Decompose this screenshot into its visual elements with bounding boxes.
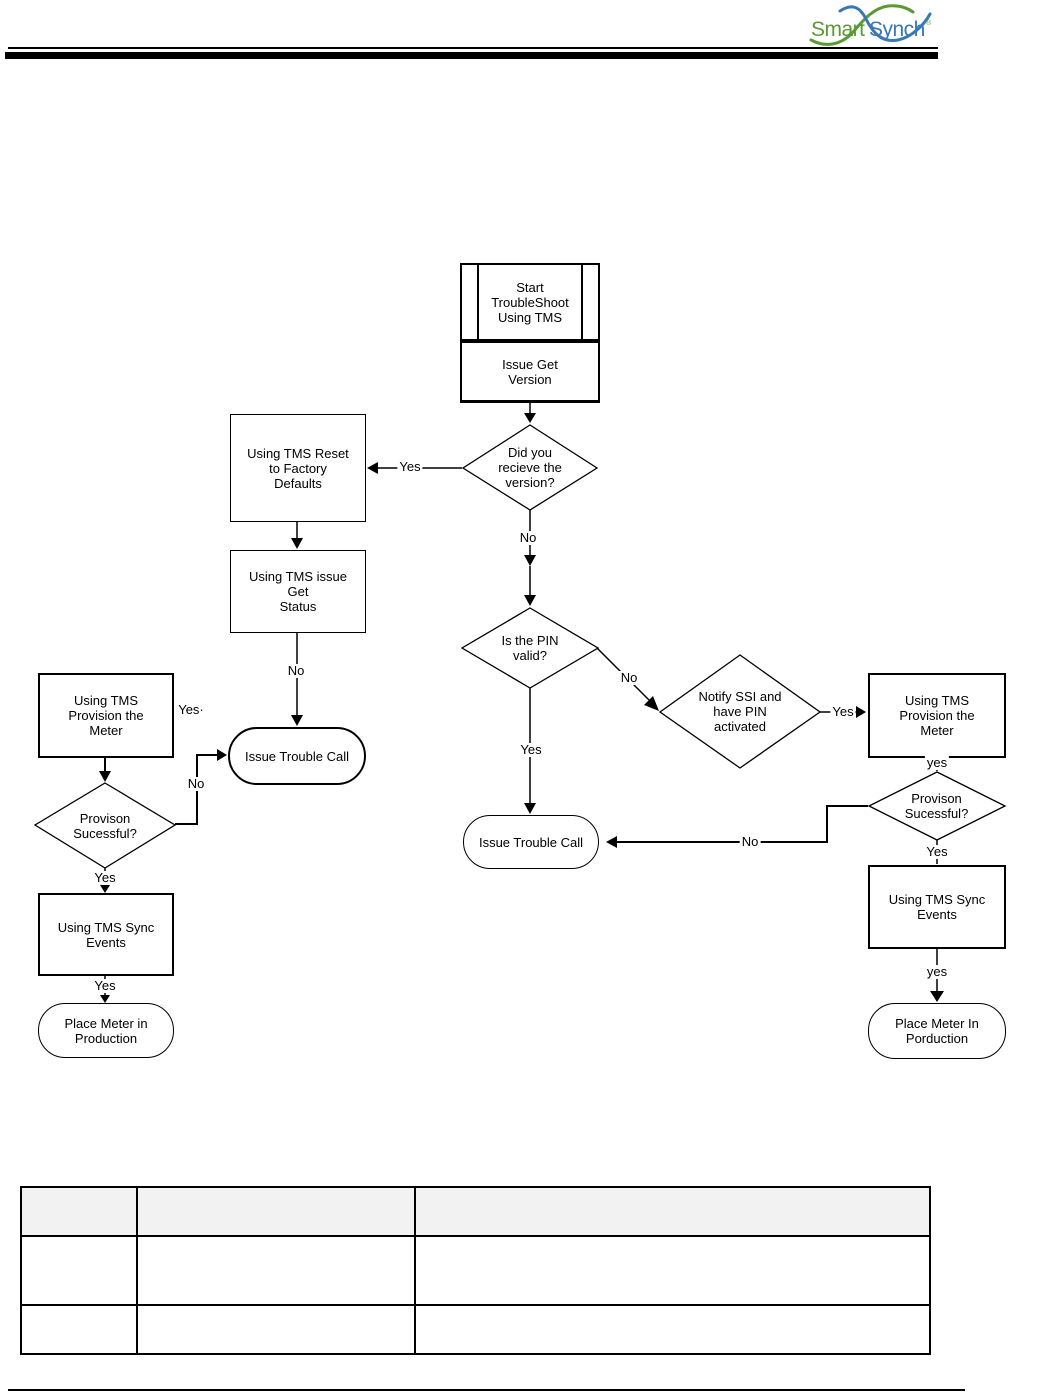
node-sync-events-right: Using TMS Sync Events: [868, 865, 1006, 949]
node-place-meter-left: Place Meter in Production: [38, 1003, 174, 1058]
table-cell: [414, 1304, 931, 1355]
predefined-process-bar-left: [477, 265, 479, 339]
table-cell: [20, 1304, 138, 1355]
node-label: Issue Trouble Call: [478, 834, 584, 850]
arrowhead: [524, 803, 536, 814]
node-label: Start TroubleShoot Using TMS: [491, 279, 569, 325]
arrowhead: [367, 462, 378, 474]
arrowhead: [291, 538, 303, 549]
smartsynch-logo-icon: Smart Synch ®: [809, 4, 932, 46]
node-issue-get-version: Issue Get Version: [460, 341, 600, 403]
node-reset-factory-defaults: Using TMS Reset to Factory Defaults: [230, 414, 366, 522]
edge-label-pin-no: No: [618, 670, 640, 685]
edge-label-provision-right-yes-top: yes: [924, 755, 950, 770]
node-label: Using TMS Provision the Meter: [68, 693, 144, 738]
arrowhead: [217, 749, 227, 761]
table-row: [20, 1304, 931, 1355]
table-header-cell-1: [20, 1186, 138, 1237]
edge-label-provision-left-no: No: [185, 776, 207, 791]
arrowhead: [856, 706, 866, 718]
table-header-cell-2: [136, 1186, 416, 1237]
node-start-troubleshoot: Start TroubleShoot Using TMS: [460, 263, 600, 341]
edge-label-receive-no: No: [517, 530, 539, 545]
node-place-meter-right: Place Meter In Porduction: [868, 1003, 1006, 1059]
arrowhead: [100, 885, 110, 893]
node-label: Using TMS Provision the Meter: [899, 693, 975, 738]
arrowhead: [930, 991, 944, 1002]
arrowhead: [100, 995, 110, 1003]
logo-blue-swoosh-icon: [838, 5, 932, 43]
table-cell: [414, 1235, 931, 1306]
table-header-cell-3: [414, 1186, 931, 1237]
node-label: Using TMS issue Get Status: [248, 569, 347, 614]
node-provision-meter-right: Using TMS Provision the Meter: [868, 673, 1006, 758]
label-provision-successful-left: Provison Sucessful?: [73, 810, 137, 841]
node-issue-trouble-call-left: Issue Trouble Call: [228, 727, 366, 785]
arrowhead: [524, 413, 536, 423]
node-label: Using TMS Sync Events: [888, 892, 986, 922]
table-cell: [20, 1235, 138, 1306]
node-provision-meter-left: Using TMS Provision the Meter: [38, 673, 174, 758]
arrowhead: [291, 715, 303, 726]
logo-text-smart: Smart: [811, 18, 865, 41]
edge-label-ps-right-yes: Yes: [924, 844, 950, 859]
label-provision-successful-right: Provison Sucessful?: [904, 791, 969, 821]
logo-green-swoosh-icon: [809, 4, 915, 46]
edge-label-pin-yes: Yes: [518, 742, 544, 757]
arrowhead: [524, 595, 536, 606]
node-label: Place Meter in Production: [64, 1015, 148, 1046]
header-rule-thick: [5, 52, 938, 59]
edge-label-provision-right-no: No: [739, 834, 761, 849]
node-label: Place Meter In Porduction: [895, 1016, 979, 1046]
table-cell: [136, 1304, 416, 1355]
edge-label-provision-left-yes: Yes·: [176, 702, 206, 717]
flowchart-connectors: [33, 402, 1007, 1003]
arrowhead: [99, 771, 111, 782]
table-header-row: [20, 1186, 931, 1237]
table-row: [20, 1235, 931, 1306]
edge-label-receive-yes: Yes: [397, 459, 423, 474]
node-issue-trouble-call-center: Issue Trouble Call: [463, 815, 599, 869]
node-label: Using TMS Sync Events: [57, 919, 155, 950]
table-cell: [136, 1235, 416, 1306]
node-label: Using TMS Reset to Factory Defaults: [247, 445, 349, 491]
predefined-process-bar-right: [581, 265, 583, 339]
edge-label-sync-right-yes: yes: [924, 964, 950, 979]
label-is-pin-valid: Is the PIN valid?: [501, 633, 559, 663]
label-notify-ssi: Notify SSI and have PIN activated: [698, 689, 782, 734]
arrowhead: [606, 836, 617, 848]
edge-label-sync-left-yes: Yes: [92, 978, 118, 993]
node-label: Issue Trouble Call: [244, 748, 350, 764]
node-sync-events-left: Using TMS Sync Events: [38, 893, 174, 976]
arrowhead: [644, 696, 659, 711]
footer-rule: [8, 1389, 965, 1391]
footer-table: [20, 1186, 931, 1355]
logo-text-synch: Synch: [869, 18, 925, 41]
edge-label-ps-left-yes: Yes: [92, 870, 118, 885]
arrowhead: [524, 555, 536, 566]
edge-label-notify-yes: Yes: [830, 704, 856, 719]
node-issue-get-status: Using TMS issue Get Status: [230, 550, 366, 633]
label-did-you-receive: Did you recieve the version?: [498, 445, 562, 490]
node-label: Issue Get Version: [502, 356, 558, 387]
edge-label-get-status-no: No: [285, 663, 307, 678]
header-rule-thin: [8, 47, 938, 49]
logo-trademark: ®: [926, 19, 932, 27]
